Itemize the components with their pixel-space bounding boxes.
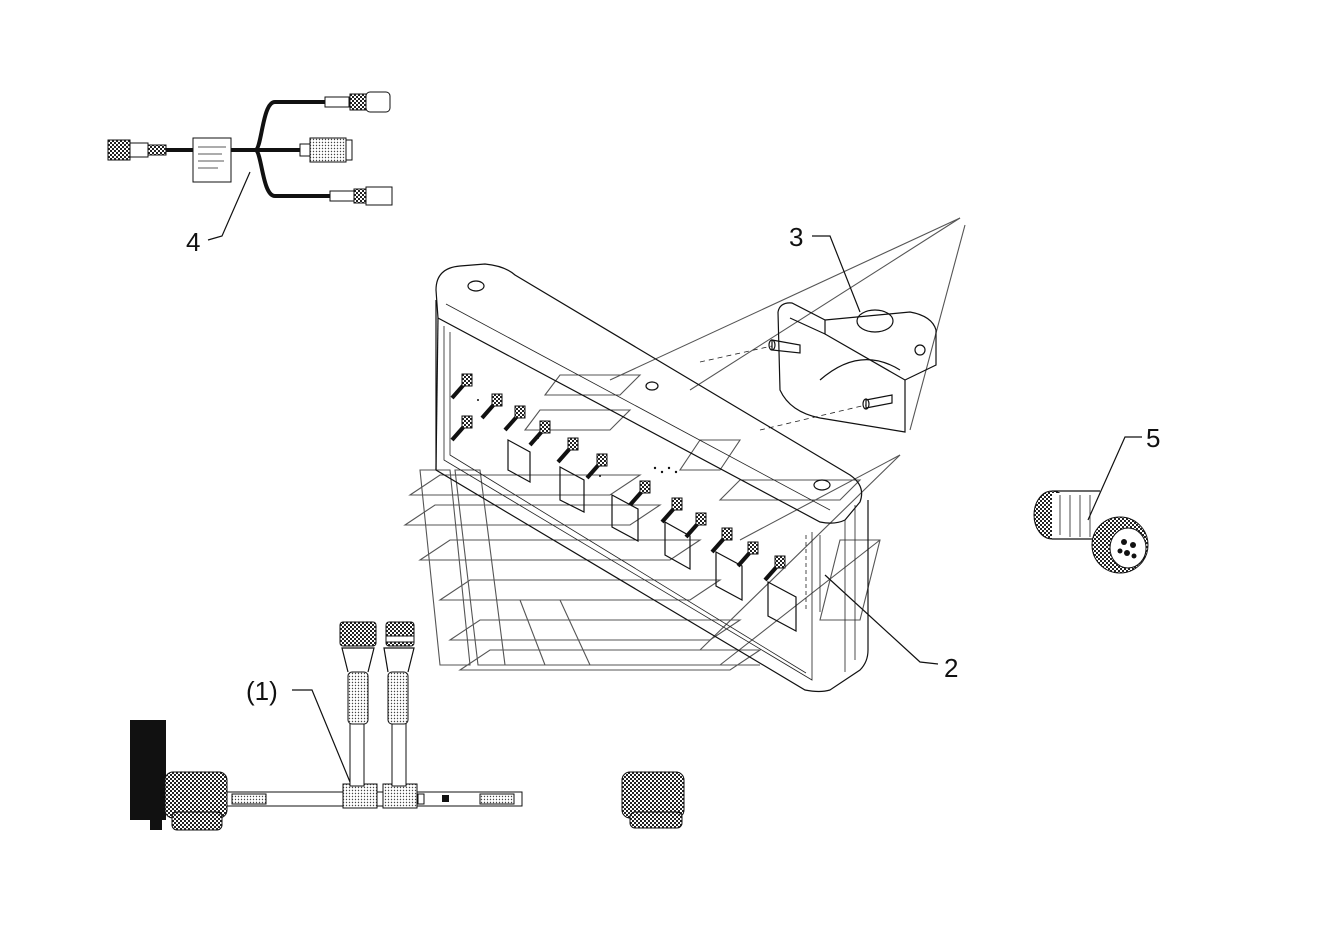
callout-label-3: 3 [789, 222, 803, 252]
mounting-bracket-item-3 [699, 235, 937, 433]
callout-label-2: 2 [944, 653, 958, 683]
y-adapter-cable-item-1 [130, 621, 523, 831]
callout-label-1: (1) [246, 676, 278, 706]
callout-label-5: 5 [1146, 423, 1160, 453]
toggle-switches [450, 373, 786, 582]
callout-label-4: 4 [186, 227, 200, 257]
round-connector-item-5 [1033, 436, 1149, 574]
switch-panel-item-2 [435, 263, 939, 693]
loose-round-plug [621, 771, 685, 829]
wiring-harness-item-4 [107, 91, 393, 241]
panel-sockets [507, 438, 797, 633]
watermark-logo [403, 217, 966, 671]
panel-markings [477, 399, 678, 477]
